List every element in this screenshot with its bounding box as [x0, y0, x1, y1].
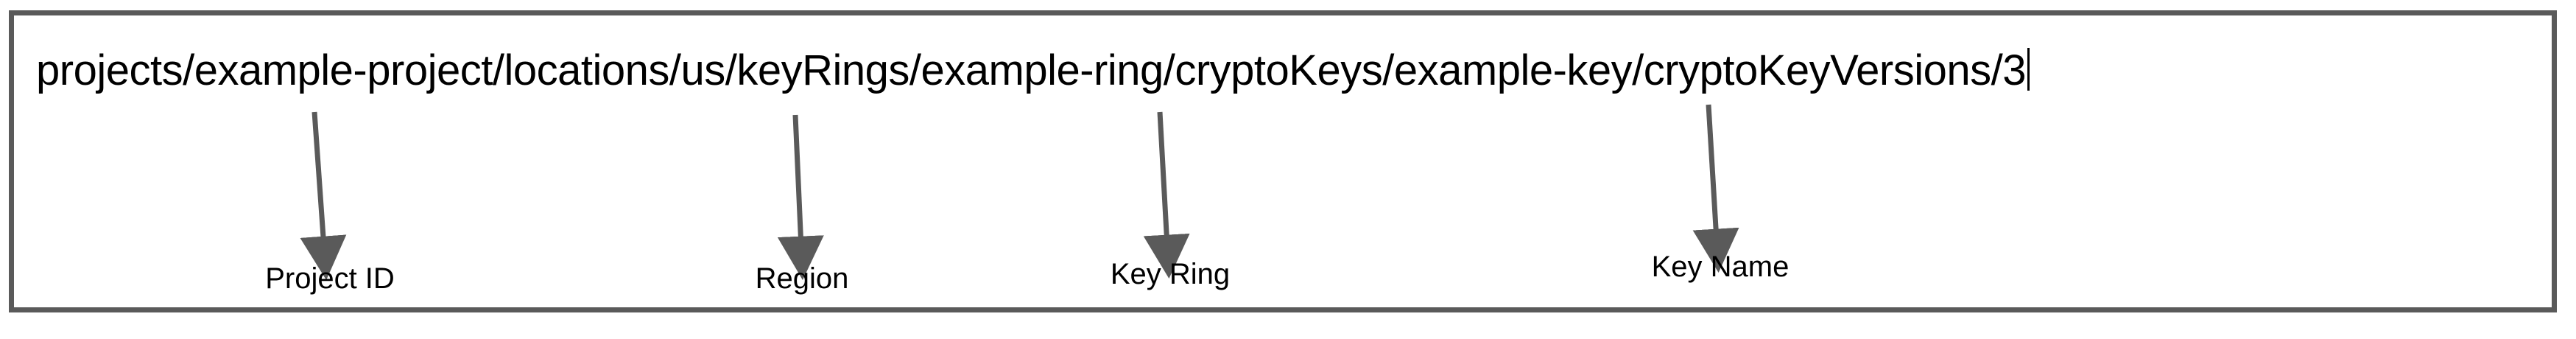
annotation-label-key-ring: Key Ring	[1110, 258, 1231, 290]
text-caret	[2027, 48, 2030, 91]
annotation-label-project-id: Project ID	[265, 262, 395, 295]
resource-path-text[interactable]: projects/example-project/locations/us/ke…	[36, 46, 2027, 94]
path-field-frame: projects/example-project/locations/us/ke…	[9, 10, 2557, 312]
resource-path-row[interactable]: projects/example-project/locations/us/ke…	[36, 42, 2030, 94]
annotation-label-key-name: Key Name	[1651, 251, 1790, 283]
annotation-label-region: Region	[755, 262, 849, 295]
